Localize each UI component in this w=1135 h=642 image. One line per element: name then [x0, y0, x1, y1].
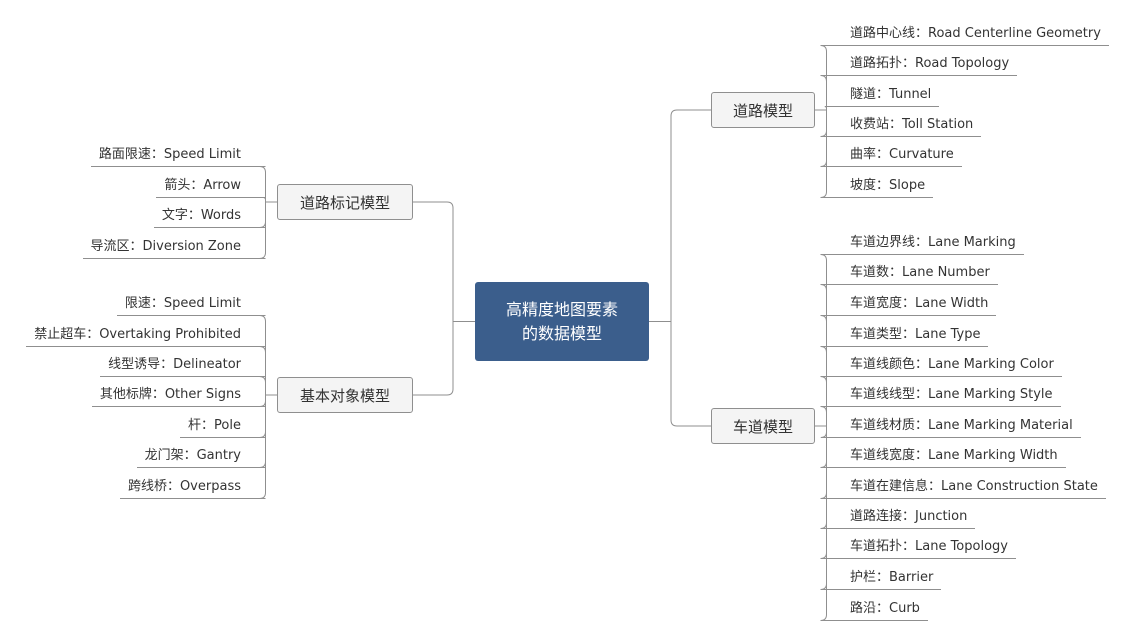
- leaf-link-br-lane-2: [815, 315, 827, 427]
- branch-road-model-label: 道路模型: [732, 101, 793, 120]
- root-topic-line-1: 高精度地图要素: [505, 299, 618, 319]
- leaf-overtaking-prohibited[interactable]: 禁止超车：Overtaking Prohibited: [34, 327, 241, 342]
- leaf-junction[interactable]: 道路连接：Junction: [850, 509, 968, 524]
- leaf-link-br-obj-6: [259, 394, 277, 499]
- branch-basic-object-model[interactable]: 基本对象模型: [277, 377, 413, 413]
- leaf-toll-station[interactable]: 收费站：Toll Station: [850, 117, 974, 132]
- link-root-road-marking-model: [413, 201, 475, 322]
- branch-road-marking-model[interactable]: 道路标记模型: [277, 184, 413, 220]
- leaf-tunnel[interactable]: 隧道：Tunnel: [850, 87, 932, 102]
- leaf-lane-type[interactable]: 车道类型：Lane Type: [850, 327, 981, 342]
- leaf-link-br-obj-1: [259, 346, 277, 396]
- leaf-curb[interactable]: 路沿：Curb: [850, 601, 920, 616]
- leaf-road-centerline[interactable]: 道路中心线：Road Centerline Geometry: [850, 26, 1101, 41]
- leaf-slope[interactable]: 坡度：Slope: [850, 178, 926, 193]
- leaf-link-br-road-5: [815, 109, 827, 198]
- leaf-link-br-lane-3: [815, 346, 827, 427]
- leaf-arrow[interactable]: 箭头：Arrow: [164, 178, 241, 193]
- leaf-link-br-lane-5: [815, 406, 827, 427]
- branch-road-marking-model-label: 道路标记模型: [299, 193, 390, 212]
- leaf-lane-marking-width[interactable]: 车道线宽度：Lane Marking Width: [850, 448, 1058, 463]
- leaf-link-br-lane-10: [815, 425, 827, 559]
- leaf-link-br-obj-4: [259, 394, 277, 438]
- leaf-link-br-lane-9: [815, 425, 827, 529]
- leaf-link-br-road-1: [815, 75, 827, 111]
- leaf-diversion-zone[interactable]: 导流区：Diversion Zone: [90, 239, 241, 254]
- leaf-link-br-lane-4: [815, 376, 827, 427]
- leaf-link-br-mark-1: [263, 197, 277, 203]
- branch-lane-model-label: 车道模型: [732, 417, 793, 436]
- leaf-link-br-lane-1: [815, 284, 827, 427]
- leaf-link-br-lane-7: [815, 425, 827, 468]
- link-root-lane-model: [649, 321, 711, 427]
- leaf-link-br-mark-0: [259, 166, 277, 203]
- leaf-link-br-road-0: [815, 45, 827, 111]
- leaf-link-br-obj-3: [259, 394, 277, 407]
- branch-road-model[interactable]: 道路模型: [711, 92, 815, 128]
- leaf-link-br-mark-2: [259, 201, 277, 228]
- root-topic-line-2: 的数据模型: [521, 323, 602, 343]
- leaf-pole[interactable]: 杆：Pole: [188, 418, 241, 433]
- leaf-link-br-lane-11: [815, 425, 827, 590]
- leaf-lane-marking-material[interactable]: 车道线材质：Lane Marking Material: [850, 418, 1073, 433]
- leaf-link-br-road-3: [815, 109, 827, 137]
- branch-basic-object-model-label: 基本对象模型: [299, 386, 390, 405]
- leaf-link-br-mark-3: [259, 201, 277, 259]
- leaf-link-br-lane-0: [815, 254, 827, 427]
- root-topic[interactable]: 高精度地图要素 的数据模型: [475, 282, 649, 361]
- leaf-link-br-obj-0: [259, 315, 277, 396]
- leaf-link-br-lane-12: [815, 425, 827, 621]
- leaf-words[interactable]: 文字：Words: [161, 208, 241, 223]
- link-root-road-model: [649, 109, 711, 322]
- leaf-link-br-road-4: [815, 109, 827, 167]
- leaf-overpass[interactable]: 跨线桥：Overpass: [127, 479, 241, 494]
- leaf-link-br-lane-6: [815, 425, 827, 438]
- leaf-road-topology[interactable]: 道路拓扑：Road Topology: [850, 56, 1010, 71]
- leaf-link-br-road-2: [815, 106, 827, 111]
- leaf-road-speed-limit[interactable]: 路面限速：Speed Limit: [98, 147, 241, 162]
- leaf-curvature[interactable]: 曲率：Curvature: [850, 147, 954, 162]
- leaf-other-signs[interactable]: 其他标牌：Other Signs: [99, 387, 241, 402]
- leaf-delineator[interactable]: 线型诱导：Delineator: [108, 357, 241, 372]
- leaf-lane-marking[interactable]: 车道边界线：Lane Marking: [850, 235, 1016, 250]
- leaf-link-br-obj-2: [259, 376, 277, 396]
- leaf-lane-topology[interactable]: 车道拓扑：Lane Topology: [850, 539, 1008, 554]
- leaf-lane-marking-color[interactable]: 车道线颜色：Lane Marking Color: [850, 357, 1054, 372]
- link-root-basic-object-model: [413, 321, 475, 396]
- leaf-lane-construction-state[interactable]: 车道在建信息：Lane Construction State: [850, 479, 1098, 494]
- leaf-speed-limit[interactable]: 限速：Speed Limit: [124, 296, 241, 311]
- leaf-gantry[interactable]: 龙门架：Gantry: [144, 448, 241, 463]
- leaf-lane-number[interactable]: 车道数：Lane Number: [850, 265, 990, 280]
- leaf-barrier[interactable]: 护栏：Barrier: [850, 570, 934, 585]
- leaf-lane-marking-style[interactable]: 车道线线型：Lane Marking Style: [850, 387, 1053, 402]
- leaf-lane-width[interactable]: 车道宽度：Lane Width: [850, 296, 989, 311]
- branch-lane-model[interactable]: 车道模型: [711, 408, 815, 444]
